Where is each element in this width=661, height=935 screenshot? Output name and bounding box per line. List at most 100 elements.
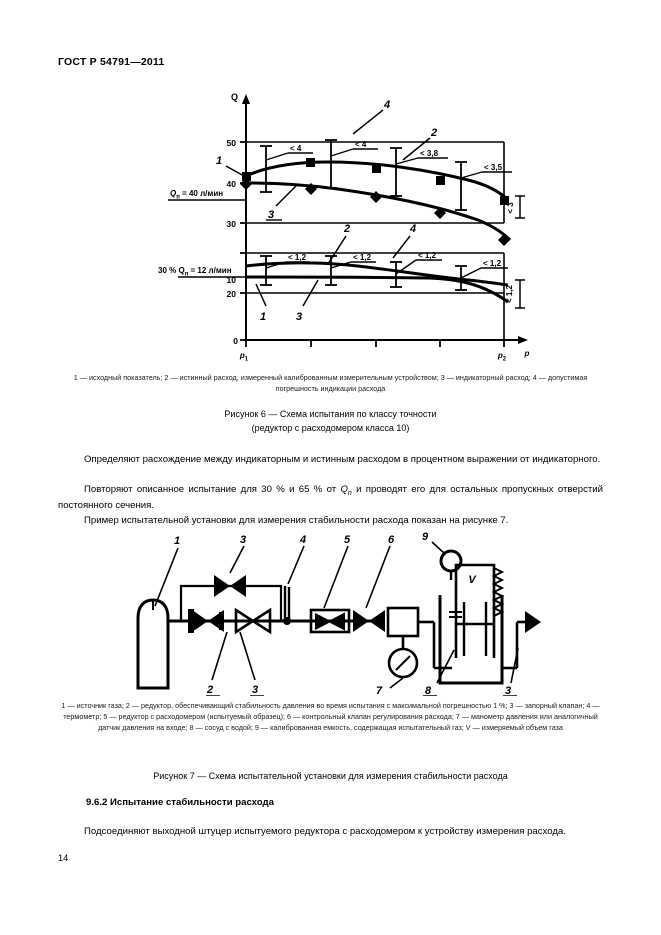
- paragraph-repeat-test: Повторяют описанное испытание для 30 % и…: [58, 483, 603, 513]
- figure-7-item-3c: 3: [505, 685, 511, 696]
- inner-tubes: [462, 602, 488, 656]
- calibrated-container-knob: [439, 549, 463, 573]
- curve-number-1-upper: 1: [216, 155, 222, 167]
- pressure-gauge-icon: [387, 636, 419, 679]
- x-tick-p2: p2: [497, 351, 507, 363]
- y-tick-30: 30: [227, 219, 237, 229]
- lower-tolerance-1: < 1,2: [288, 253, 307, 262]
- nominal-flow-label: Qп = 40 л/мин: [170, 189, 223, 201]
- curve-2-leader-lower: [327, 235, 347, 265]
- figure-7-item-3a: 3: [240, 534, 246, 546]
- curve-1-leader-upper: [225, 165, 245, 177]
- volume-label: V: [468, 574, 477, 586]
- curve-number-3-lower: 3: [296, 311, 302, 323]
- x-axis-arrow: [518, 336, 528, 344]
- figure-7-legend: 1 — источник газа; 2 — редуктор, обеспеч…: [61, 701, 600, 733]
- paragraph-example-text: Пример испытательной установки для измер…: [84, 514, 509, 526]
- y-axis-label: Q: [231, 92, 238, 102]
- section-body-9-6-2: Подсоединяют выходной штуцер испытуемого…: [58, 825, 603, 839]
- spring-icon: [491, 567, 505, 617]
- lower-tolerance-bars: [260, 255, 467, 291]
- shutoff-valve-icon-bypass: [214, 575, 246, 597]
- partial-flow-label: 30 % Qп = 12 л/мин: [158, 266, 232, 278]
- figure-6-legend: 1 — исходный показатель; 2 — истинный ра…: [73, 373, 588, 394]
- lower-tolerance-2: < 1,2: [353, 253, 372, 262]
- y-tick-40: 40: [227, 179, 237, 189]
- right-tolerance-bar-upper: [515, 195, 525, 219]
- curve-number-1-lower: 1: [260, 311, 266, 323]
- section-body-text: Подсоединяют выходной штуцер испытуемого…: [84, 825, 566, 837]
- paragraph-discrepancy: Определяют расхождение между индикаторны…: [58, 453, 603, 467]
- lower-tolerance-3: < 1,2: [418, 251, 437, 260]
- control-valve-icon: [353, 610, 385, 632]
- curve-4-leader-lower: [392, 235, 411, 259]
- shutoff-valve-icon-2: [525, 611, 541, 633]
- upper-tolerance-4: < 3,5: [484, 163, 503, 172]
- right-tolerance-bar-lower: [515, 279, 525, 309]
- curve-2-upper-markers: [242, 158, 509, 205]
- paragraph-discrepancy-text: Определяют расхождение между индикаторны…: [84, 453, 601, 465]
- curve-number-3-upper: 3: [268, 209, 274, 221]
- figure-7-item-9: 9: [422, 531, 429, 543]
- figure-6-chart: 50 40 30 20 10 0 Q p1 p2 p: [148, 88, 538, 363]
- curve-number-4-lower: 4: [409, 223, 416, 235]
- figure-7-item-6: 6: [388, 534, 395, 546]
- figure-7-item-5: 5: [344, 534, 351, 546]
- reducer-flowmeter-icon: [309, 608, 351, 634]
- paragraph-repeat-subscript: n: [347, 489, 352, 497]
- figure-7-diagram: 1 3 4 5 6 9 2 3 7 8 3 V: [122, 528, 542, 697]
- junction-box: [386, 606, 420, 638]
- curve-number-4-upper: 4: [383, 99, 390, 111]
- curve-number-2-lower: 2: [343, 223, 350, 235]
- curve-1-leader-lower: [255, 283, 267, 307]
- figure-7-item-8: 8: [425, 685, 432, 696]
- y-tick-50: 50: [227, 138, 237, 148]
- curve-4-leader-upper: [352, 109, 384, 135]
- page-header-standard: ГОСТ Р 54791—2011: [58, 56, 165, 68]
- curve-3-lower-indicator-flow: [245, 275, 509, 304]
- figure-7-item-7: 7: [376, 685, 383, 696]
- pipe-to-vessel: [418, 620, 452, 670]
- upper-tolerance-2: < 4: [355, 140, 367, 149]
- water-vessel-icon: [438, 595, 504, 685]
- y-tick-20: 20: [227, 289, 237, 299]
- x-axis-label: p: [524, 349, 530, 358]
- figure-7-item-2: 2: [206, 684, 213, 696]
- curve-3-upper-markers: [240, 178, 510, 246]
- figure-6-caption-line1: Рисунок 6 — Схема испытания по классу то…: [224, 409, 437, 419]
- pressure-reducer-icon: [188, 609, 224, 633]
- figure-7-item-3b: 3: [252, 684, 258, 696]
- paragraph-example-setup: Пример испытательной установки для измер…: [58, 514, 603, 528]
- curve-2-lower-true-flow: [245, 261, 509, 287]
- figure-6-caption: Рисунок 6 — Схема испытания по классу то…: [60, 408, 601, 435]
- thermometer-bulb: [283, 617, 291, 625]
- upper-tolerance-1: < 4: [290, 144, 302, 153]
- y-tick-0: 0: [233, 336, 238, 346]
- page-number: 14: [58, 853, 69, 863]
- lower-tolerance-4: < 1,2: [483, 259, 502, 268]
- figure-6-caption-line2: (редуктор с расходомером класса 10): [251, 422, 410, 433]
- paragraph-repeat-after: и проводят его для остальных пропускных …: [58, 483, 603, 511]
- outlet-pipe: [502, 620, 526, 670]
- right-tolerance-lower-label: < 1,2: [505, 284, 514, 303]
- upper-tolerance-bars: [260, 139, 467, 211]
- curve-number-2-upper: 2: [430, 127, 437, 139]
- curve-2-upper-true-flow: [245, 160, 510, 202]
- calibrated-container-icon: [449, 563, 496, 658]
- figure-7-caption: Рисунок 7 — Схема испытательной установк…: [153, 771, 508, 781]
- x-tick-p1: p1: [239, 351, 249, 363]
- shutoff-valve-icon-1: [234, 607, 272, 635]
- curve-2-leader-upper: [402, 137, 431, 161]
- thermometer-icon: [283, 586, 291, 621]
- gas-cylinder-icon: [136, 598, 170, 690]
- right-tolerance-upper-label: < 3: [506, 202, 515, 214]
- figure-7-leaders: [154, 541, 519, 689]
- curve-3-upper-indicator-flow: [245, 181, 512, 242]
- figure-7-item-4: 4: [299, 534, 306, 546]
- paragraph-repeat-symbol: Q: [340, 483, 348, 495]
- y-axis-arrow: [242, 94, 250, 104]
- paragraph-repeat-before: Повторяют описанное испытание для 30 % и…: [84, 483, 341, 495]
- curve-3-leader-lower: [302, 279, 319, 307]
- curve-3-leader-upper: [275, 183, 299, 207]
- section-heading-9-6-2: 9.6.2 Испытание стабильности расхода: [86, 797, 274, 808]
